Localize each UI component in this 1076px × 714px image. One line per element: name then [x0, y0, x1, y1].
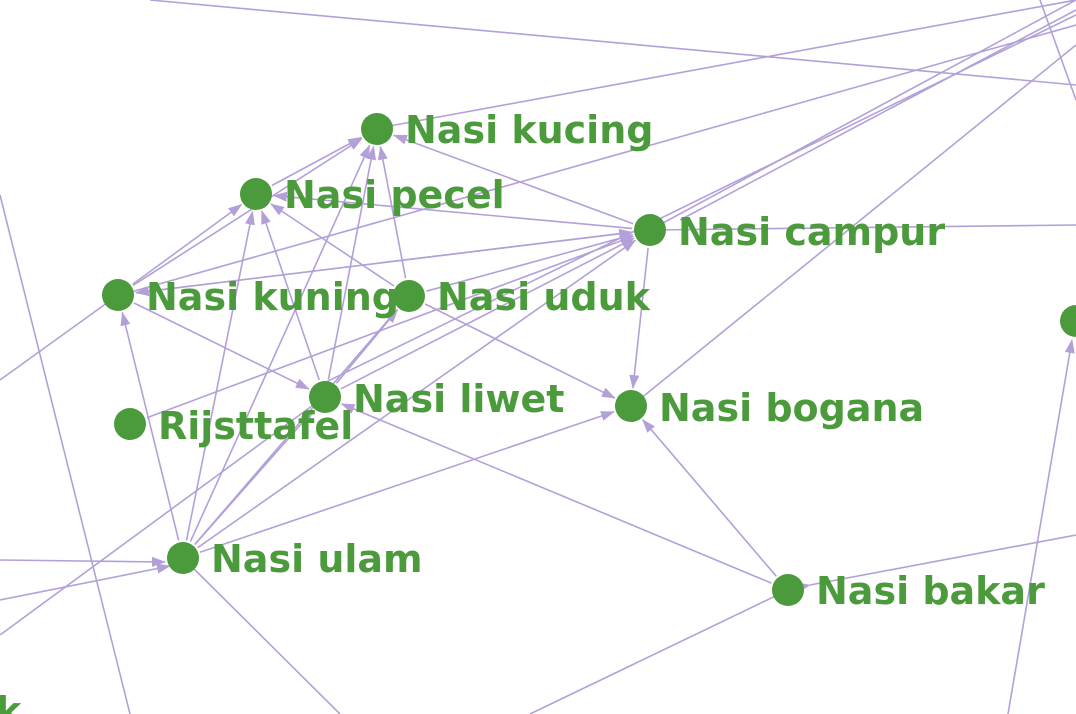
node-label: Nasi kuning [146, 275, 399, 319]
edge-rijsttafel-to-campur [146, 235, 635, 419]
node-label: Nasi campur [678, 210, 945, 254]
node-label: Nasi bogana [659, 386, 924, 430]
node-pecel[interactable]: Nasi pecel [240, 173, 505, 217]
node-dot[interactable] [102, 279, 134, 311]
edge-campur-to-kucing [392, 134, 634, 225]
node-dot[interactable] [772, 574, 804, 606]
edge-kuning-to-campur [135, 228, 634, 294]
node-ulam[interactable]: Nasi ulam [167, 537, 423, 581]
edge-uduk-to-kucing [377, 145, 407, 279]
edge-liwet-to-campur [340, 237, 635, 390]
edge-uduk-to-bogana [424, 303, 616, 399]
edge-bakar-to-bogana [642, 418, 777, 577]
node-label: Nasi ulam [211, 537, 423, 581]
edge-campur-to-bogana [629, 247, 649, 390]
node-dot[interactable] [167, 542, 199, 574]
node-dot[interactable] [615, 390, 647, 422]
edge-kuning-to-liwet [133, 302, 310, 390]
edge-uduk-to-campur [426, 233, 634, 292]
edge-ulam-to-bogana [199, 411, 615, 553]
node-label: Nasi uduk [437, 275, 651, 319]
node-kucing[interactable]: Nasi kucing [361, 108, 653, 152]
node-label: Rijsttafel [158, 404, 353, 448]
node-label: Nasi liwet [353, 377, 564, 421]
edge-campur-to-pecel [272, 191, 633, 230]
edge-ulam-to-liwet [194, 409, 314, 546]
edge-liwet-to-kucing [327, 145, 377, 380]
node-dot[interactable] [1060, 305, 1076, 337]
node-bakar[interactable]: Nasi bakar [772, 569, 1045, 613]
node-partial-bottom-left: k [0, 689, 22, 714]
node-dot[interactable] [393, 280, 425, 312]
edge-ulam-to-pecel [185, 210, 255, 541]
node-kuning[interactable]: Nasi kuning [102, 275, 399, 319]
edge-kuning-to-pecel [132, 203, 243, 286]
node-label: Nasi bakar [816, 569, 1045, 613]
node-label: k [0, 689, 22, 714]
node-uduk[interactable]: Nasi uduk [393, 275, 651, 319]
edges-layer [120, 134, 777, 584]
node-liwet[interactable]: Nasi liwet [309, 377, 564, 421]
edge-uduk-to-pecel [270, 203, 395, 287]
node-partial-right[interactable] [1060, 305, 1076, 337]
edge-ulam-to-kuning [120, 311, 180, 541]
edge-ulam-to-campur [197, 239, 637, 549]
node-campur[interactable]: Nasi campur [634, 210, 945, 254]
node-dot[interactable] [634, 214, 666, 246]
node-dot[interactable] [114, 408, 146, 440]
node-label: Nasi pecel [284, 173, 505, 217]
node-bogana[interactable]: Nasi bogana [615, 386, 924, 430]
node-label: Nasi kucing [405, 108, 653, 152]
edge-liwet-to-pecel [261, 210, 320, 381]
node-dot[interactable] [309, 381, 341, 413]
node-dot[interactable] [240, 178, 272, 210]
edge-bakar-to-liwet [340, 403, 772, 584]
edge-pecel-to-kucing [271, 136, 362, 187]
node-rijsttafel[interactable]: Rijsttafel [114, 404, 353, 448]
node-dot[interactable] [361, 113, 393, 145]
edge-ulam-to-kucing [189, 144, 371, 542]
